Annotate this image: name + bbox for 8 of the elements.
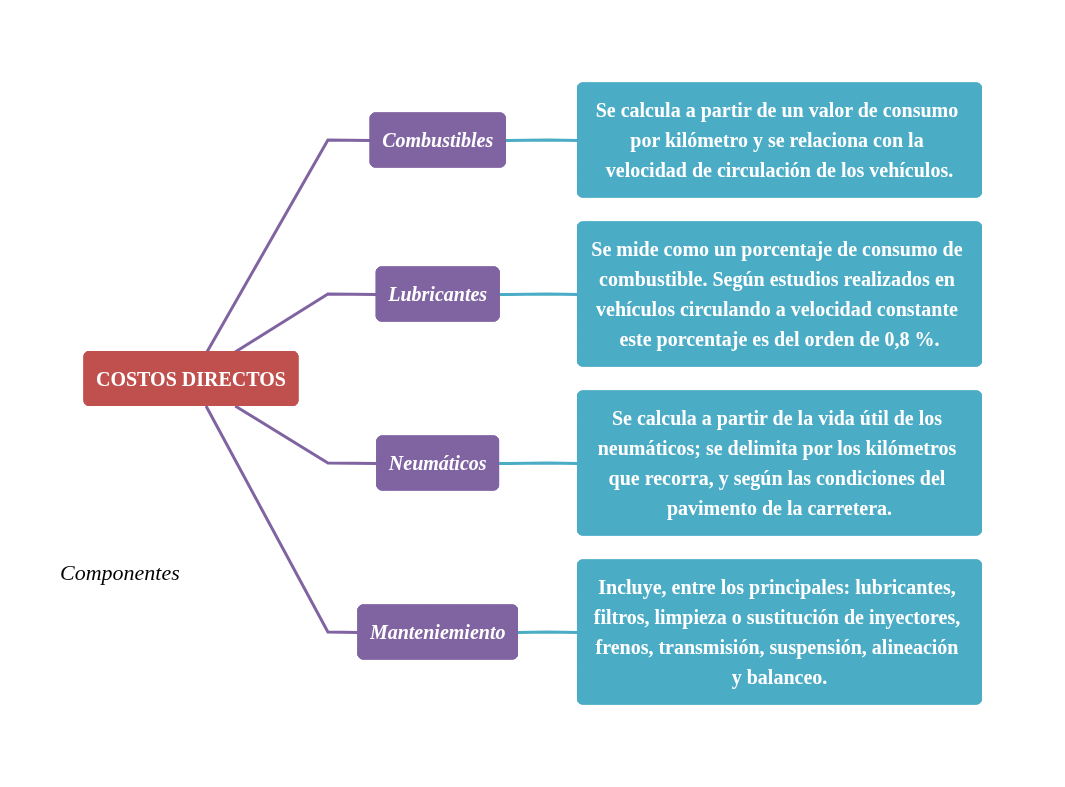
connector <box>498 461 578 465</box>
connector <box>234 404 378 465</box>
connector <box>204 405 359 634</box>
connector <box>517 630 578 634</box>
connector <box>205 138 371 353</box>
label-text: Componentes <box>60 560 180 586</box>
connector <box>505 138 578 142</box>
connector <box>499 292 578 296</box>
